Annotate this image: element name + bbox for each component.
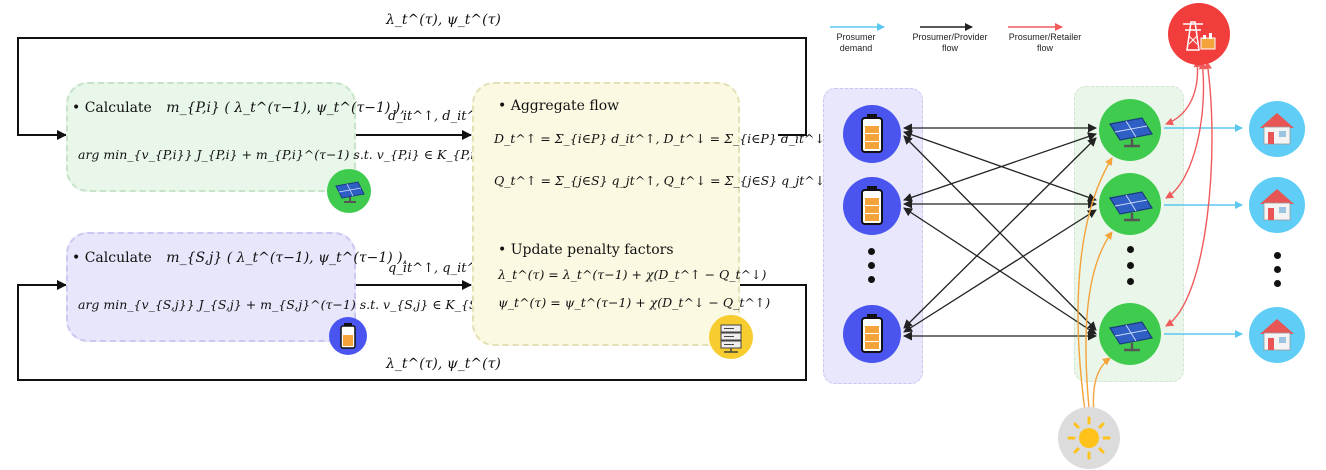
- update-penalty-heading: • Update penalty factors: [498, 242, 674, 258]
- provider-calculate-label: • Calculate: [72, 100, 152, 116]
- bottom-feedback-label: λ_t^(τ), ψ_t^(τ): [386, 356, 501, 372]
- prosumer-ellipsis-dot: [1127, 278, 1134, 285]
- house-node-2: [1249, 177, 1305, 233]
- demand-edges: [1164, 124, 1243, 338]
- update-eq-lambda: λ_t^(τ) = λ_t^(τ−1) + χ(D_t^↑ − Q_t^↓): [498, 267, 767, 282]
- sun-icon: [1058, 407, 1120, 469]
- storage-line1: • Calculate m_{S,j} ( λ_t^(τ−1), ψ_t^(τ−…: [72, 250, 407, 266]
- house-node-1: [1249, 101, 1305, 157]
- provider-line1: • Calculate m_{P,i} ( λ_t^(τ−1), ψ_t^(τ−…: [72, 100, 405, 116]
- house-ellipsis-dot: [1274, 266, 1281, 273]
- bottom-feedback-line: [17, 280, 807, 381]
- legend-arrows: [830, 23, 1063, 31]
- storage-cost-expr: m_{S,j} ( λ_t^(τ−1), ψ_t^(τ−1) ),: [166, 250, 408, 266]
- top-feedback-label: λ_t^(τ), ψ_t^(τ): [386, 12, 501, 28]
- battery-node-3: [843, 305, 901, 363]
- solar-panel-icon: [327, 169, 371, 213]
- storage-box: • Calculate m_{S,j} ( λ_t^(τ−1), ψ_t^(τ−…: [66, 232, 493, 342]
- aggregate-eq-demand: D_t^↑ = Σ_{i∈P} d_it^↑, D_t^↓ = Σ_{i∈P} …: [494, 131, 825, 146]
- house-ellipsis-dot: [1274, 280, 1281, 287]
- aggregate-flow-heading: • Aggregate flow: [498, 98, 620, 114]
- house-node-3: [1249, 307, 1305, 363]
- legend-demand-label: Prosumer demand: [836, 32, 876, 54]
- battery-ellipsis-dot: [868, 248, 875, 255]
- battery-ellipsis-dot: [868, 276, 875, 283]
- server-icon: [709, 315, 753, 359]
- house-ellipsis-dot: [1274, 252, 1281, 259]
- battery-node-1: [843, 105, 901, 163]
- retailer-edges: [1165, 59, 1213, 327]
- battery-ellipsis-dot: [868, 262, 875, 269]
- prosumer-node-3: [1099, 303, 1161, 365]
- prosumer-ellipsis-dot: [1127, 246, 1134, 253]
- top-feedback-line: [17, 37, 807, 140]
- provider-box: • Calculate m_{P,i} ( λ_t^(τ−1), ψ_t^(τ−…: [66, 82, 482, 192]
- aggregate-eq-storage: Q_t^↑ = Σ_{j∈S} q_jt^↑, Q_t^↓ = Σ_{j∈S} …: [494, 173, 826, 188]
- storage-flow-label: q_it^↑, q_it^↓: [388, 261, 489, 276]
- legend-provider-label: Prosumer/Provider flow: [912, 32, 988, 54]
- aggregator-box: • Aggregate flow D_t^↑ = Σ_{i∈P} d_it^↑,…: [472, 82, 825, 346]
- prosumer-node-2: [1099, 173, 1161, 235]
- legend-retailer-label: Prosumer/Retailer flow: [1008, 32, 1082, 54]
- provider-optimization-expr: arg min_{v_{P,i}} J_{P,i} + m_{P,i}^(τ−1…: [78, 147, 483, 162]
- prosumer-node-1: [1099, 99, 1161, 161]
- provider-flow-edges: [903, 123, 1097, 341]
- power-tower-icon: [1168, 3, 1230, 65]
- storage-calculate-label: • Calculate: [72, 250, 152, 266]
- battery-node-2: [843, 177, 901, 235]
- update-eq-psi: ψ_t^(τ) = ψ_t^(τ−1) + χ(D_t^↓ − Q_t^↑): [498, 295, 771, 310]
- prosumer-ellipsis-dot: [1127, 262, 1134, 269]
- provider-cost-expr: m_{P,i} ( λ_t^(τ−1), ψ_t^(τ−1) ),: [166, 100, 405, 116]
- battery-icon: [329, 317, 367, 355]
- storage-optimization-expr: arg min_{v_{S,j}} J_{S,j} + m_{S,j}^(τ−1…: [78, 297, 493, 312]
- provider-flow-label: d_it^↑, d_it^↓: [388, 109, 489, 124]
